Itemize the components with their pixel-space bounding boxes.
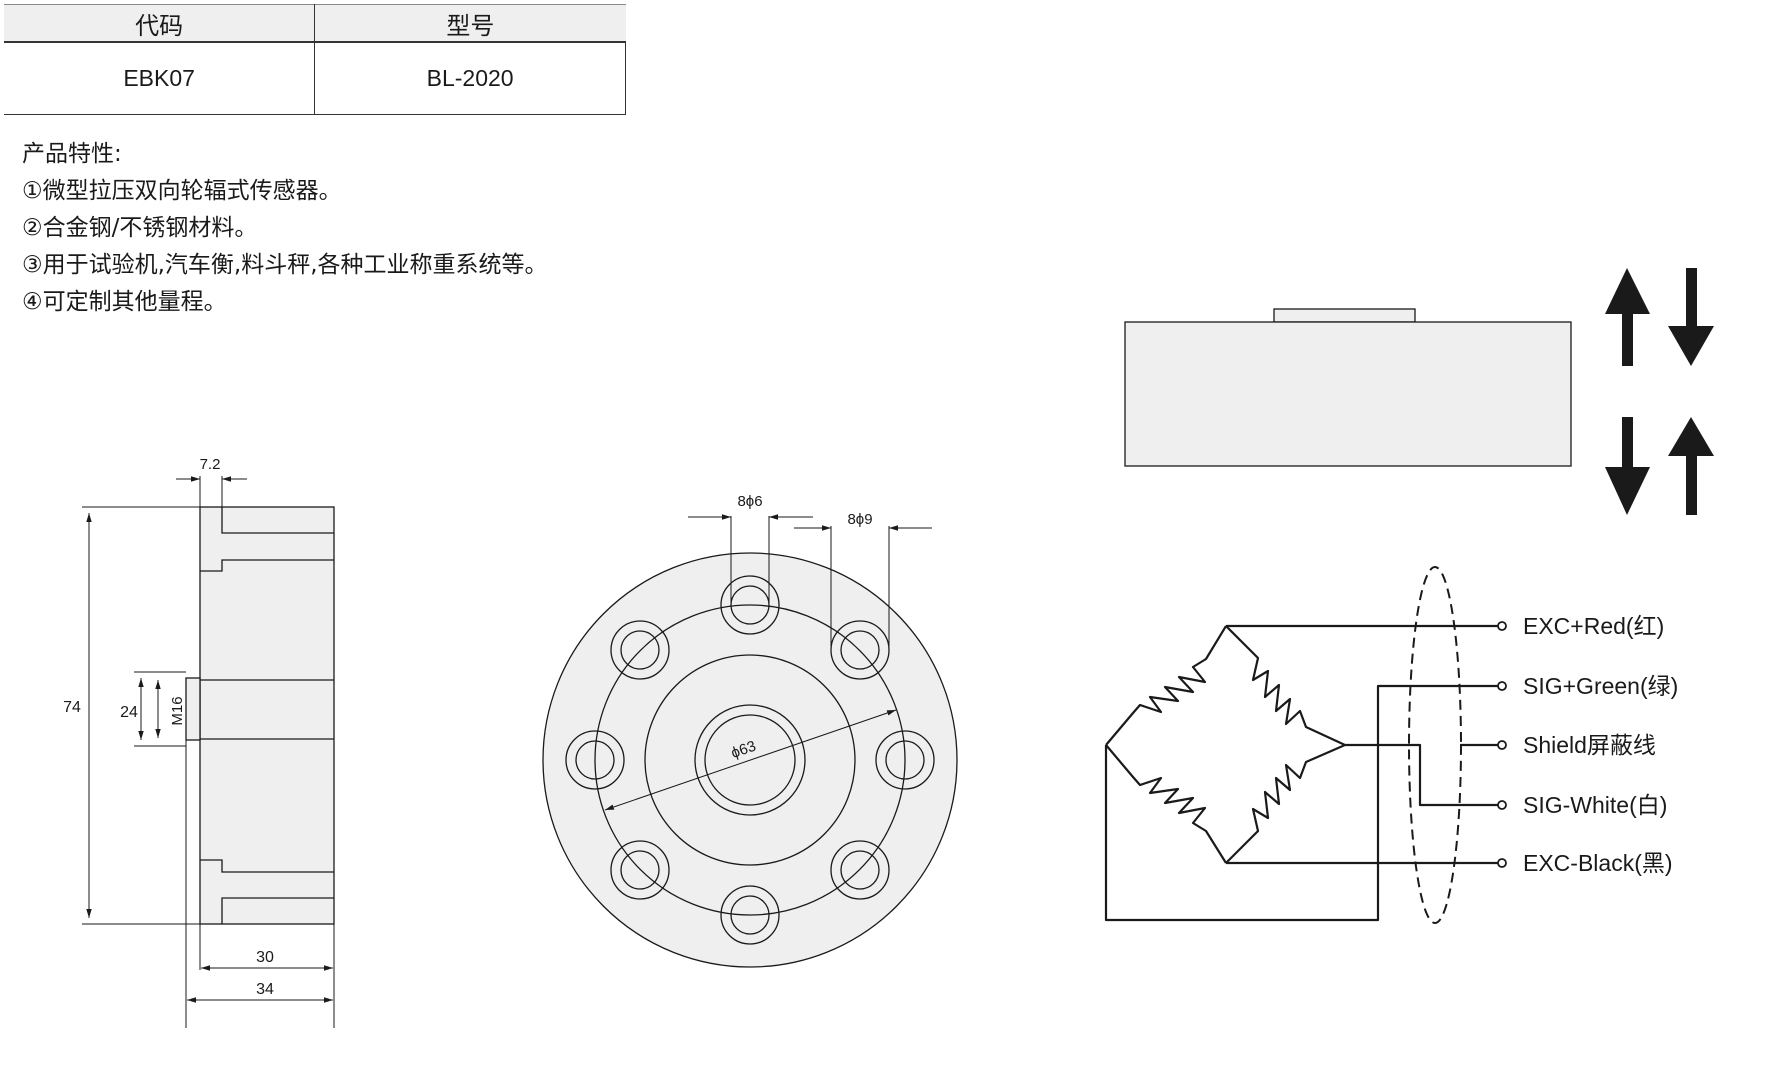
- wire-sig-plus: [1104, 684, 1498, 922]
- dim-30-label: 30: [256, 949, 274, 966]
- dim-24-label: 24: [120, 704, 138, 721]
- dim-34-label: 34: [256, 981, 274, 998]
- feature-item: ④可定制其他量程。: [22, 289, 227, 315]
- wiring-diagram: [1104, 566, 1498, 924]
- wire-sig-minus: [1345, 743, 1498, 807]
- side-bore: [185, 677, 201, 741]
- sensor-profile: [1124, 308, 1572, 467]
- header-code: 代码: [4, 4, 316, 43]
- dim-diameter-line: [604, 709, 897, 811]
- terminal: [1497, 800, 1507, 810]
- wire-labels: EXC+Red(红) SIG+Green(绿) Shield屏蔽线 SIG-Wh…: [1523, 613, 1678, 876]
- shield-ellipse: [1408, 566, 1462, 924]
- wire-label-sig-minus: SIG-White(白): [1523, 792, 1667, 818]
- holes-large-label: 8ϕ9: [847, 511, 872, 528]
- terminals: [1497, 621, 1507, 868]
- resistor: [1105, 744, 1227, 864]
- spec-table: 代码 型号 EBK07 BL-2020: [4, 4, 626, 115]
- arrow-up-icon: [1668, 417, 1714, 515]
- arrow-up-icon: [1605, 268, 1650, 366]
- bolt-hole: [610, 620, 670, 680]
- resistor: [1225, 625, 1346, 746]
- bolt-hole: [830, 840, 890, 900]
- dim-7-2-label: 7.2: [200, 456, 221, 473]
- arrow-down-icon: [1668, 268, 1714, 366]
- cell-model: BL-2020: [314, 42, 626, 115]
- load-arrows: [1605, 268, 1714, 515]
- terminal: [1497, 858, 1507, 868]
- header-model: 型号: [314, 4, 626, 43]
- bolt-hole: [720, 885, 780, 945]
- feature-list: 产品特性: ①微型拉压双向轮辐式传感器。 ②合金钢/不锈钢材料。 ③用于试验机,…: [22, 136, 548, 321]
- terminal: [1497, 740, 1507, 750]
- resistor: [1105, 625, 1227, 746]
- bolt-hole: [610, 840, 670, 900]
- feature-item: ①微型拉压双向轮辐式传感器。: [22, 178, 342, 204]
- feature-heading: 产品特性:: [22, 141, 122, 167]
- wire-label-exc-minus: EXC-Black(黑): [1523, 850, 1673, 876]
- wire-label-sig-plus: SIG+Green(绿): [1523, 673, 1678, 699]
- resistor: [1225, 743, 1346, 864]
- side-slot-bottom-2: [221, 897, 334, 924]
- side-slot-top-2: [200, 559, 334, 572]
- bolt-circle: [594, 604, 906, 916]
- side-view: [82, 476, 335, 1028]
- spec-table-header: 代码 型号: [4, 4, 626, 43]
- sensor-body: [1124, 321, 1572, 467]
- feature-item: ②合金钢/不锈钢材料。: [22, 215, 258, 241]
- terminal: [1497, 621, 1507, 631]
- front-view: [542, 514, 958, 968]
- arrow-down-icon: [1605, 417, 1650, 515]
- side-slot-top: [221, 507, 334, 534]
- side-body: [199, 506, 335, 925]
- feature-item: ③用于试验机,汽车衡,料斗秤,各种工业称重系统等。: [22, 252, 548, 278]
- dim-74-label: 74: [63, 699, 81, 716]
- holes-small-label: 8ϕ6: [737, 493, 762, 510]
- table-row: EBK07 BL-2020: [4, 42, 626, 115]
- cell-code: EBK07: [4, 42, 316, 115]
- terminal: [1497, 681, 1507, 691]
- wire-label-shield: Shield屏蔽线: [1523, 732, 1656, 758]
- sensor-boss: [1273, 308, 1416, 323]
- side-slot-bottom: [200, 859, 334, 873]
- thread-m16-label: M16: [169, 696, 186, 725]
- wire-label-exc-plus: EXC+Red(红): [1523, 613, 1664, 639]
